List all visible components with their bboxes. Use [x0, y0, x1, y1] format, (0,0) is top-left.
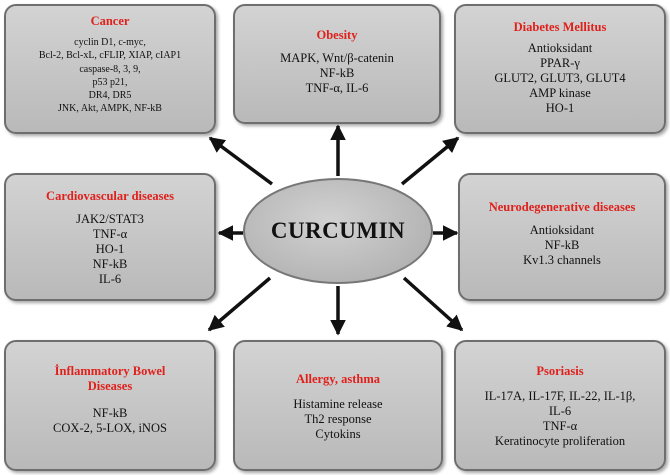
list-item: MAPK, Wnt/β-catenin	[280, 51, 394, 65]
diabetes-title: Diabetes Mellitus	[513, 20, 607, 34]
list-item: JAK2/STAT3	[76, 212, 144, 226]
arrow-to-psoriasis	[402, 276, 464, 332]
neurodegenerative-title: Neurodegenerative diseases	[488, 200, 636, 214]
list-item: Bcl-2, Bcl-xL, cFLIP, XIAP, cIAP1	[38, 50, 182, 62]
list-item: Antioksidant	[529, 223, 595, 237]
list-item: Keratinocyte proliferation	[494, 434, 626, 448]
list-item: JNK, Akt, AMPK, NF-kB	[58, 103, 162, 115]
ibd-list: NF-kB COX-2, 5-LOX, iNOS	[6, 406, 214, 436]
arrow-to-diabetes	[400, 136, 460, 186]
cardiovascular-list: JAK2/STAT3 TNF-α HO-1 NF-kB IL-6	[6, 212, 214, 287]
cancer-title: Cancer	[90, 14, 130, 28]
ibd-title: İnflammatory Bowel Diseases	[54, 364, 166, 393]
list-item: p53 p21,	[92, 76, 128, 88]
obesity-list: MAPK, Wnt/β-catenin NF-kB TNF-α, IL-6	[235, 51, 439, 96]
list-item: TNF-α, IL-6	[305, 81, 369, 95]
arrow-to-cancer	[208, 136, 274, 186]
list-item: HO-1	[95, 242, 125, 256]
list-item: IL-17A, IL-17F, IL-22, IL-1β,	[484, 389, 636, 403]
list-item: Kv1.3 channels	[523, 253, 601, 267]
cancer-box: Cancer cyclin D1, c-myc, Bcl-2, Bcl-xL, …	[4, 4, 216, 134]
psoriasis-box: Psoriasis IL-17A, IL-17F, IL-22, IL-1β, …	[454, 340, 666, 471]
arrow-to-ibd	[207, 276, 272, 332]
cardiovascular-title: Cardiovascular diseases	[46, 189, 174, 203]
list-item: IL-6	[548, 404, 572, 418]
cardiovascular-box: Cardiovascular diseases JAK2/STAT3 TNF-α…	[4, 173, 216, 301]
list-item: Cytokins	[315, 427, 361, 441]
neurodegenerative-list: Antioksidant NF-kB Kv1.3 channels	[460, 223, 664, 268]
ibd-box: İnflammatory Bowel Diseases NF-kB COX-2,…	[4, 340, 216, 471]
list-item: COX-2, 5-LOX, iNOS	[53, 421, 167, 435]
obesity-box: Obesity MAPK, Wnt/β-catenin NF-kB TNF-α,…	[233, 4, 441, 124]
obesity-title: Obesity	[316, 28, 358, 42]
list-item: NF-kB	[92, 257, 128, 271]
list-item: TNF-α	[92, 227, 128, 241]
list-item: NF-kB	[544, 238, 580, 252]
list-item: IL-6	[98, 272, 122, 286]
list-item: Histamine release	[293, 397, 383, 411]
list-item: HO-1	[545, 101, 575, 115]
list-item: TNF-α	[542, 419, 578, 433]
neurodegenerative-box: Neurodegenerative diseases Antioksidant …	[458, 173, 666, 301]
psoriasis-list: IL-17A, IL-17F, IL-22, IL-1β, IL-6 TNF-α…	[456, 389, 664, 449]
allergy-list: Histamine release Th2 response Cytokins	[235, 397, 441, 442]
allergy-box: Allergy, asthma Histamine release Th2 re…	[233, 340, 443, 471]
list-item: caspase-8, 3, 9,	[79, 63, 141, 75]
list-item: PPAR-γ	[540, 56, 580, 70]
list-item: AMP kinase	[529, 86, 591, 100]
diabetes-list: Antioksidant PPAR-γ GLUT2, GLUT3, GLUT4 …	[456, 41, 664, 116]
diabetes-box: Diabetes Mellitus Antioksidant PPAR-γ GL…	[454, 4, 666, 134]
list-item: NF-kB	[319, 66, 355, 80]
list-item: NF-kB	[92, 406, 128, 420]
psoriasis-title: Psoriasis	[536, 364, 584, 378]
list-item: GLUT2, GLUT3, GLUT4	[494, 71, 626, 85]
list-item: cyclin D1, c-myc,	[74, 37, 146, 48]
curcumin-ellipse: CURCUMIN	[243, 178, 433, 284]
allergy-title: Allergy, asthma	[295, 372, 381, 386]
cancer-list: cyclin D1, c-myc, Bcl-2, Bcl-xL, cFLIP, …	[6, 36, 214, 116]
list-item: Antioksidant	[527, 41, 593, 55]
list-item: Th2 response	[304, 412, 372, 426]
list-item: DR4, DR5	[88, 90, 132, 102]
